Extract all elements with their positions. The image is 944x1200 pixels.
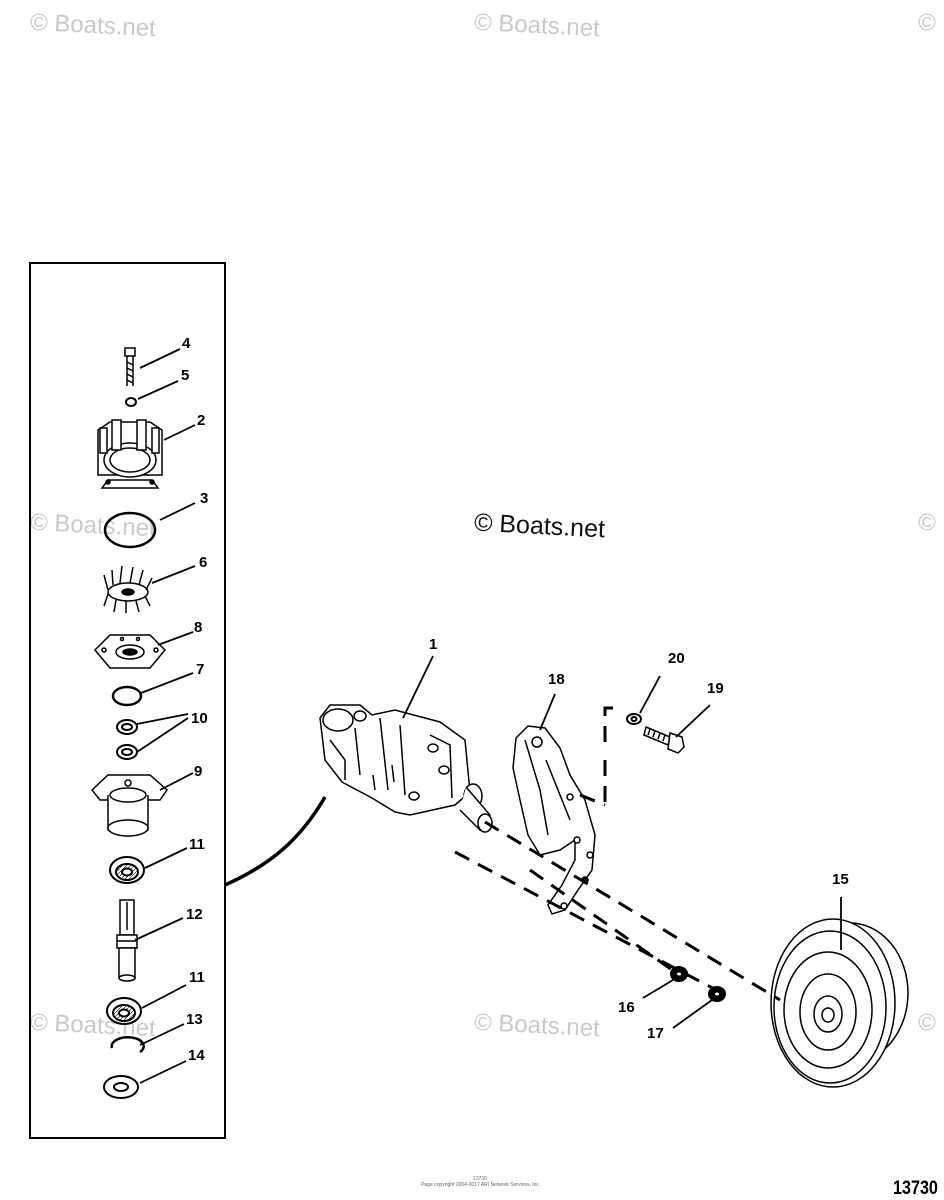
part-5-washer [125, 397, 137, 407]
part-16-nut [670, 966, 688, 982]
part-11-bearing-upper [109, 856, 145, 884]
part-12-shaft [116, 899, 138, 982]
part-20-washer [626, 713, 642, 725]
part-15-pulley [770, 918, 909, 1088]
callout-6: 6 [199, 554, 208, 571]
callout-2: 2 [197, 412, 206, 429]
footer-line-1: 13730 [473, 1176, 487, 1182]
part-8-wear-plate [93, 634, 167, 669]
part-19-bolt [643, 725, 685, 754]
footer-copyright: Page copyright 2004-2017 ARI Network Ser… [421, 1182, 539, 1188]
callout-3: 3 [200, 490, 209, 507]
callout-10: 10 [191, 710, 208, 727]
callout-16: 16 [618, 999, 635, 1016]
callout-18: 18 [548, 671, 565, 688]
figure-number: 13730 [893, 1178, 938, 1199]
part-13-snap-ring [110, 1036, 145, 1054]
callout-14: 14 [188, 1047, 205, 1064]
part-2-pump-cover [97, 419, 163, 489]
part-17-lock-washer [708, 986, 726, 1002]
part-6-impeller [103, 565, 153, 613]
callout-15: 15 [832, 871, 849, 888]
callout-17: 17 [647, 1025, 664, 1042]
callout-11-lower: 11 [189, 969, 205, 986]
part-18-bracket [512, 725, 596, 915]
callout-8: 8 [194, 619, 203, 636]
part-11-bearing-lower [106, 997, 142, 1025]
page-footer: 13730 Page copyright 2004-2017 ARI Netwo… [380, 1176, 580, 1188]
callout-19: 19 [707, 680, 724, 697]
callout-5: 5 [181, 367, 190, 384]
part-1-water-pump-assembly [319, 704, 493, 833]
callout-13: 13 [186, 1011, 203, 1028]
inset-leader-lines [134, 348, 196, 1084]
part-7-o-ring [111, 685, 143, 707]
callout-4: 4 [182, 335, 191, 352]
detail-inset-box [29, 262, 226, 1139]
part-9-pump-housing [90, 774, 168, 837]
part-14-seal [103, 1075, 139, 1099]
callout-1: 1 [429, 636, 438, 653]
part-10-seals [116, 719, 138, 760]
callout-20: 20 [668, 650, 685, 667]
part-3-gasket-ring [103, 511, 157, 549]
part-4-bolt [124, 347, 136, 386]
main-leader-lines [402, 655, 842, 1029]
assembly-dashed-lines [454, 706, 781, 1002]
callout-9: 9 [194, 763, 203, 780]
callout-11-upper: 11 [189, 836, 205, 853]
callout-7: 7 [196, 661, 205, 678]
callout-12: 12 [186, 906, 203, 923]
inset-connector-line [224, 796, 327, 887]
